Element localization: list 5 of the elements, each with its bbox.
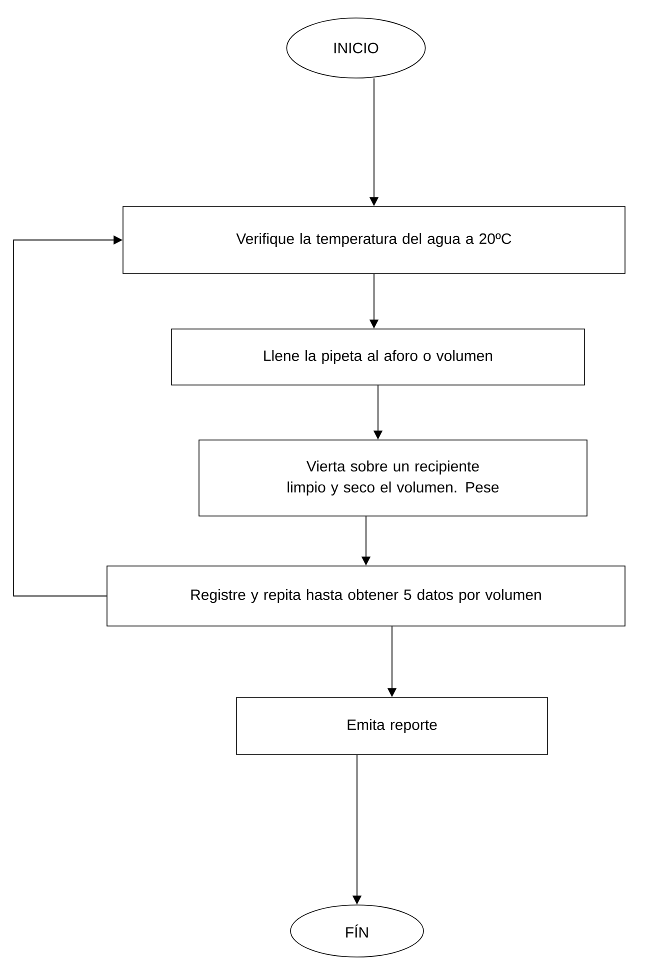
process-box: Vierta sobre un recipiente limpio y seco el volumen. Pese bbox=[198, 440, 588, 516]
process-box: Emita reporte bbox=[236, 697, 548, 755]
process-box: Verifique la temperatura del agua a 20ºC bbox=[122, 206, 626, 274]
process-box: Llene la pipeta al aforo o volumen bbox=[171, 328, 585, 386]
process-box: Registre y repita hasta obtener 5 datos por volumen bbox=[106, 566, 626, 626]
